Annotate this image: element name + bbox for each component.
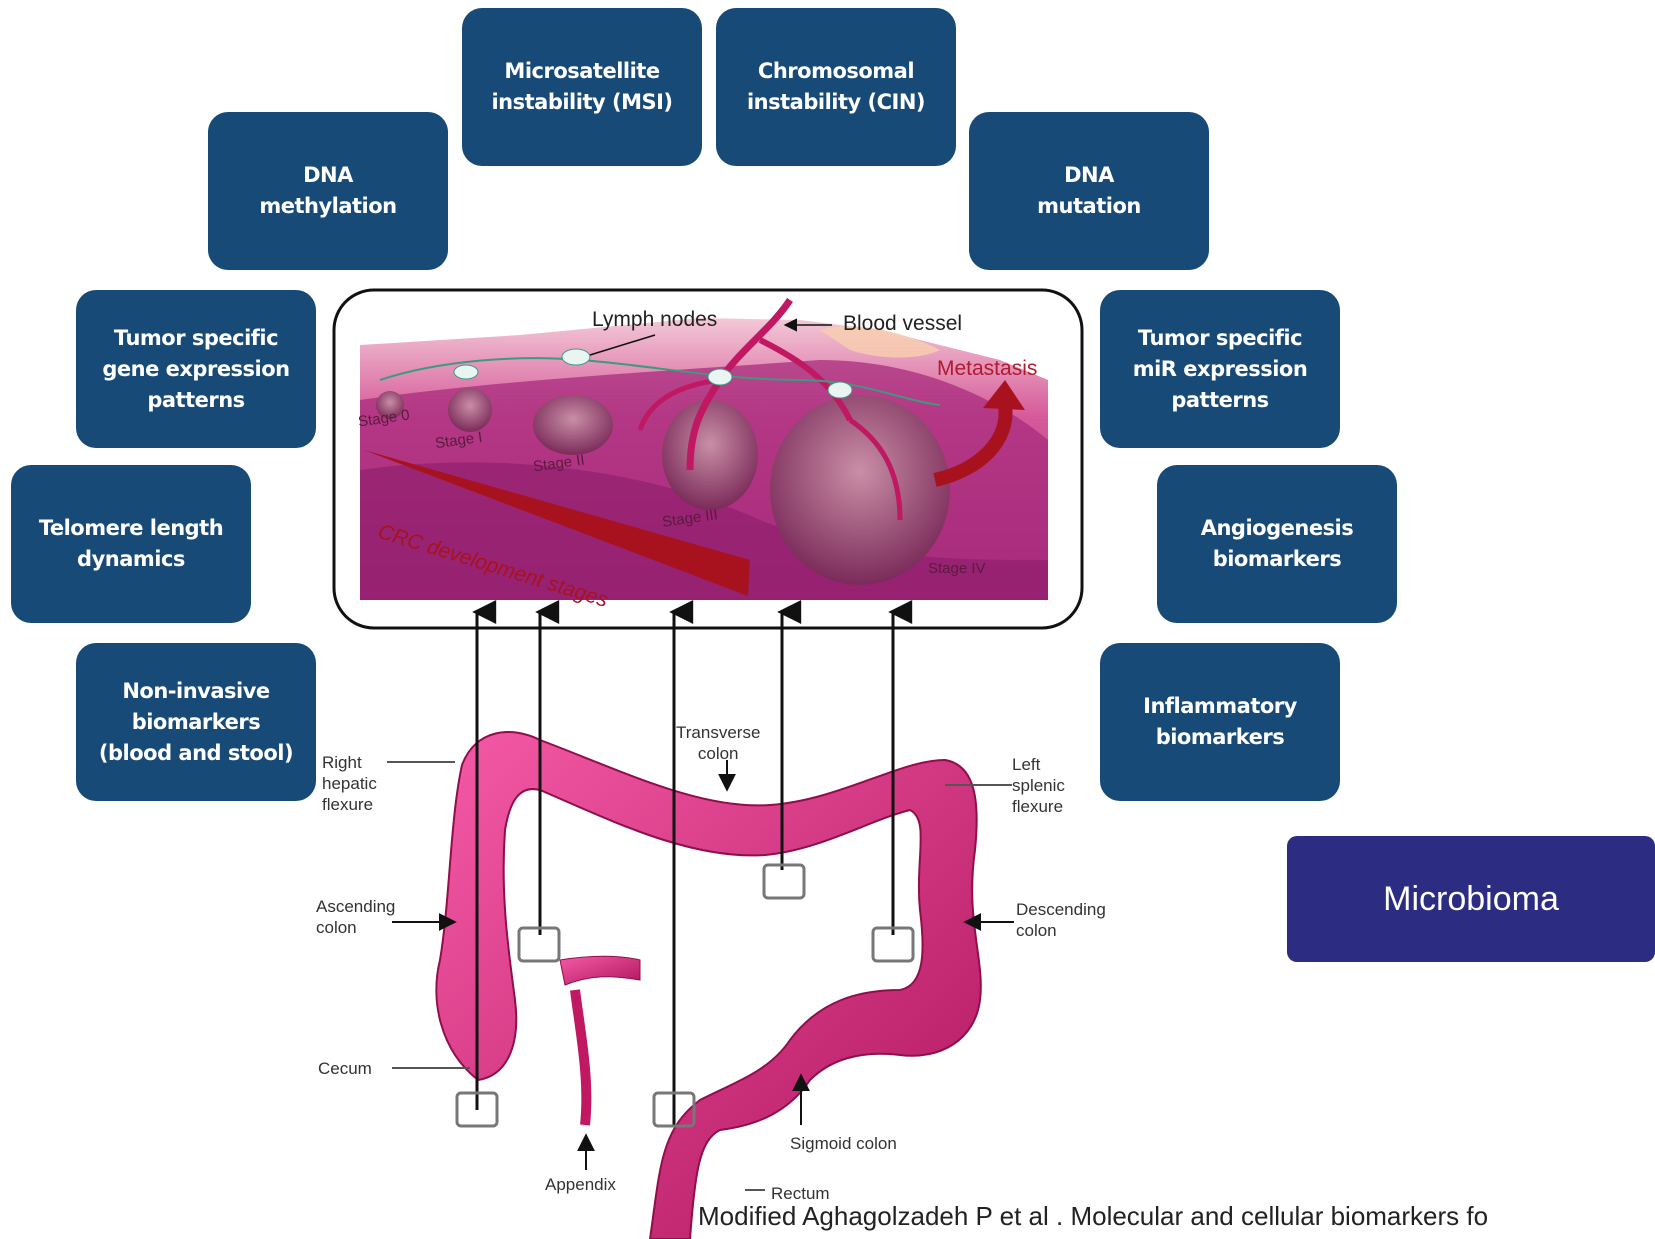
- label-descending-colon: Descending colon: [1016, 899, 1106, 941]
- box-telomere-length: Telomere length dynamics: [11, 465, 251, 623]
- label-cecum: Cecum: [318, 1058, 372, 1079]
- box-tumor-gene-expression: Tumor specific gene expression patterns: [76, 290, 316, 448]
- box-non-invasive-biomarkers: Non-invasive biomarkers (blood and stool…: [76, 643, 316, 801]
- box-tumor-mir-expression: Tumor specific miR expression patterns: [1100, 290, 1340, 448]
- box-microsatellite-instability: Microsatellite instability (MSI): [462, 8, 702, 166]
- label-blood-vessel: Blood vessel: [843, 312, 962, 336]
- label-transverse-colon: Transverse colon: [676, 722, 760, 764]
- label-left-splenic-flexure: Left splenic flexure: [1012, 754, 1065, 817]
- citation-text: Modified Aghagolzadeh P et al . Molecula…: [698, 1201, 1655, 1232]
- box-dna-mutation: DNA mutation: [969, 112, 1209, 270]
- box-dna-methylation: DNA methylation: [208, 112, 448, 270]
- label-stage-4: Stage IV: [928, 560, 986, 577]
- label-sigmoid-colon: Sigmoid colon: [790, 1133, 897, 1154]
- label-right-hepatic-flexure: Right hepatic flexure: [322, 752, 377, 815]
- box-microbioma: Microbioma: [1287, 836, 1655, 962]
- label-appendix: Appendix: [545, 1174, 616, 1195]
- box-inflammatory-biomarkers: Inflammatory biomarkers: [1100, 643, 1340, 801]
- label-metastasis: Metastasis: [937, 357, 1037, 381]
- box-chromosomal-instability: Chromosomal instability (CIN): [716, 8, 956, 166]
- colon-illustration: [387, 612, 1014, 1239]
- label-lymph-nodes: Lymph nodes: [592, 308, 717, 332]
- label-ascending-colon: Ascending colon: [316, 896, 395, 938]
- box-angiogenesis-biomarkers: Angiogenesis biomarkers: [1157, 465, 1397, 623]
